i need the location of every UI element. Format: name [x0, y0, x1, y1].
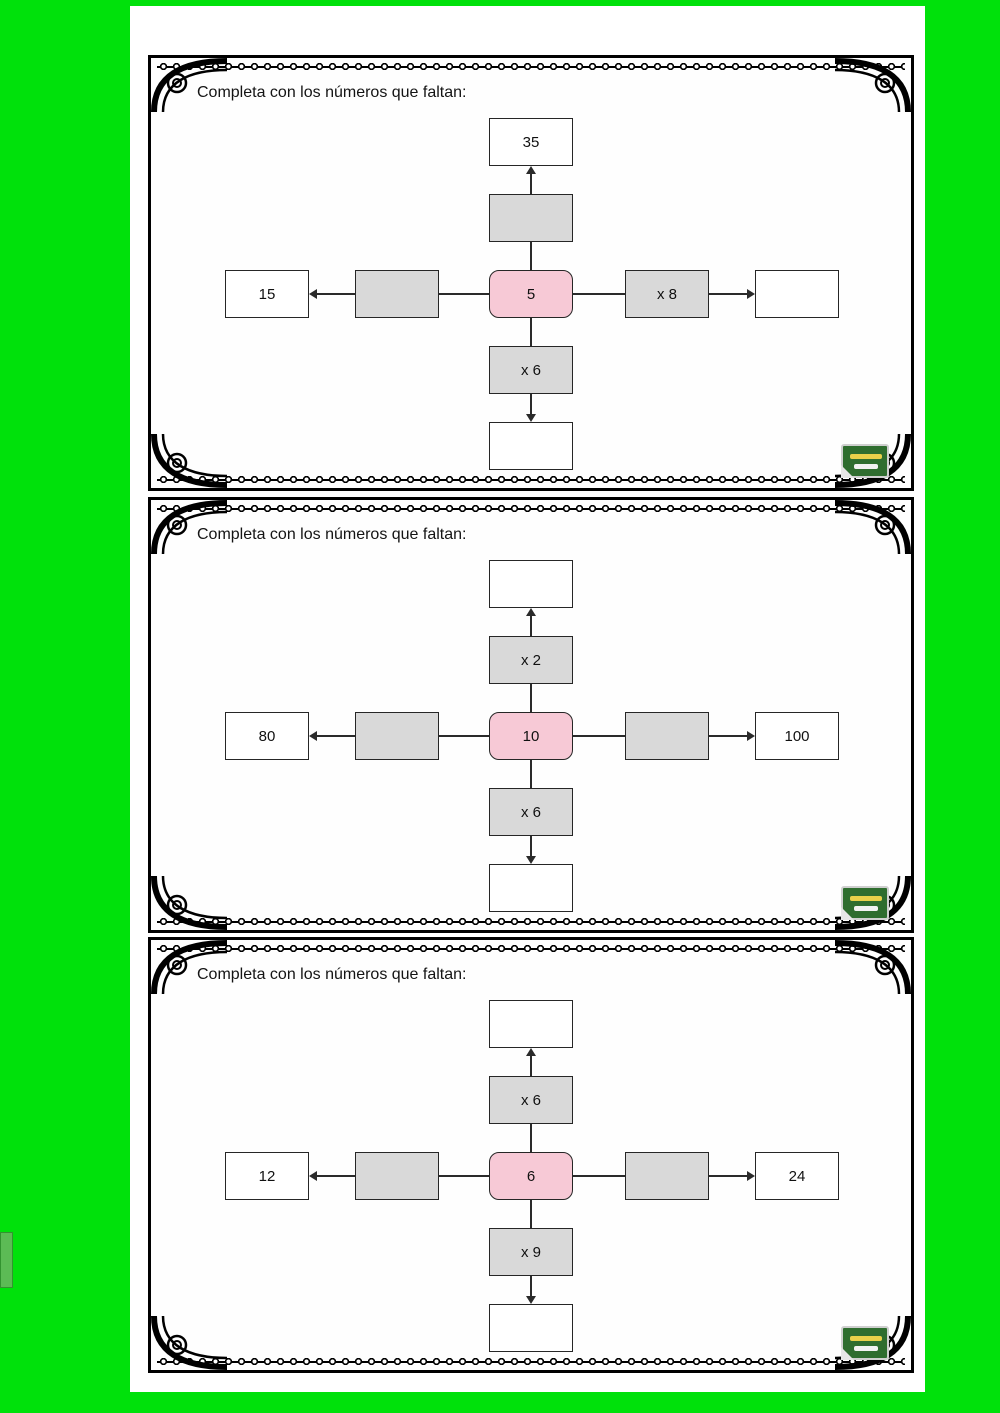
worksheet-panel-1: Completa con los números que faltan: 35 …: [148, 55, 914, 491]
arrow-right-icon: [747, 1171, 755, 1181]
chain-border-top-icon: [157, 503, 905, 514]
connector-line: [530, 1200, 532, 1228]
panel-title: Completa con los números que faltan:: [197, 966, 467, 983]
multiplication-diagram: 35 15 5 x 8 x 6: [151, 58, 911, 488]
operation-box-left[interactable]: [355, 270, 439, 318]
chain-border-bottom-icon: [157, 916, 905, 927]
operation-box-bottom: x 6: [489, 346, 573, 394]
brand-logo-icon: [841, 1326, 889, 1360]
chain-border-top-icon: [157, 61, 905, 72]
connector-line: [530, 760, 532, 788]
connector-line: [317, 735, 355, 737]
arrow-up-icon: [526, 1048, 536, 1056]
brand-logo-icon: [841, 886, 889, 920]
connector-line: [530, 1124, 532, 1152]
value-box-left: 80: [225, 712, 309, 760]
answer-box-top[interactable]: [489, 560, 573, 608]
operation-box-right: x 8: [625, 270, 709, 318]
connector-line: [530, 318, 532, 346]
operation-box-top: x 2: [489, 636, 573, 684]
connector-line: [317, 1175, 355, 1177]
chain-border-bottom-icon: [157, 1356, 905, 1367]
arrow-right-icon: [747, 289, 755, 299]
connector-line: [709, 293, 747, 295]
multiplication-diagram: x 6 12 6 24 x 9: [151, 940, 911, 1370]
connector-line: [573, 293, 625, 295]
chain-border-bottom-icon: [157, 474, 905, 485]
connector-line: [317, 293, 355, 295]
chain-border-top-icon: [157, 943, 905, 954]
corner-ornament-icon: [835, 498, 913, 554]
answer-box-bottom[interactable]: [489, 1304, 573, 1352]
worksheet-panel-3: Completa con los números que faltan: x 6…: [148, 937, 914, 1373]
value-box-right: 100: [755, 712, 839, 760]
corner-ornament-icon: [835, 56, 913, 112]
center-value-box: 5: [489, 270, 573, 318]
connector-line: [530, 242, 532, 270]
answer-box-top[interactable]: [489, 1000, 573, 1048]
multiplication-diagram: x 2 80 10 100 x 6: [151, 500, 911, 930]
corner-ornament-icon: [835, 938, 913, 994]
arrow-up-icon: [526, 608, 536, 616]
operation-box-left[interactable]: [355, 1152, 439, 1200]
operation-box-top: x 6: [489, 1076, 573, 1124]
worksheet-panel-2: Completa con los números que faltan: x 2…: [148, 497, 914, 933]
value-box-top: 35: [489, 118, 573, 166]
corner-ornament-icon: [149, 1316, 227, 1372]
connector-line: [439, 293, 489, 295]
connector-line: [573, 1175, 625, 1177]
operation-box-top[interactable]: [489, 194, 573, 242]
connector-line: [530, 394, 532, 414]
connector-line: [573, 735, 625, 737]
operation-box-bottom: x 9: [489, 1228, 573, 1276]
operation-box-left[interactable]: [355, 712, 439, 760]
arrow-left-icon: [309, 289, 317, 299]
left-edge-marker: [0, 1232, 13, 1288]
arrow-down-icon: [526, 856, 536, 864]
answer-box-bottom[interactable]: [489, 864, 573, 912]
operation-box-right[interactable]: [625, 1152, 709, 1200]
value-box-left: 15: [225, 270, 309, 318]
connector-line: [439, 735, 489, 737]
value-box-left: 12: [225, 1152, 309, 1200]
corner-ornament-icon: [149, 434, 227, 490]
arrow-down-icon: [526, 414, 536, 422]
arrow-down-icon: [526, 1296, 536, 1304]
connector-line: [530, 616, 532, 636]
center-value-box: 10: [489, 712, 573, 760]
arrow-left-icon: [309, 1171, 317, 1181]
center-value-box: 6: [489, 1152, 573, 1200]
connector-line: [530, 1276, 532, 1296]
corner-ornament-icon: [149, 876, 227, 932]
panel-title: Completa con los números que faltan:: [197, 84, 467, 101]
connector-line: [530, 174, 532, 194]
value-box-right: 24: [755, 1152, 839, 1200]
arrow-up-icon: [526, 166, 536, 174]
connector-line: [530, 836, 532, 856]
operation-box-bottom: x 6: [489, 788, 573, 836]
connector-line: [439, 1175, 489, 1177]
answer-box-bottom[interactable]: [489, 422, 573, 470]
arrow-right-icon: [747, 731, 755, 741]
answer-box-right[interactable]: [755, 270, 839, 318]
connector-line: [530, 684, 532, 712]
panel-title: Completa con los números que faltan:: [197, 526, 467, 543]
worksheet-page: Completa con los números que faltan: 35 …: [130, 6, 925, 1392]
arrow-left-icon: [309, 731, 317, 741]
connector-line: [530, 1056, 532, 1076]
brand-logo-icon: [841, 444, 889, 478]
connector-line: [709, 1175, 747, 1177]
operation-box-right[interactable]: [625, 712, 709, 760]
connector-line: [709, 735, 747, 737]
